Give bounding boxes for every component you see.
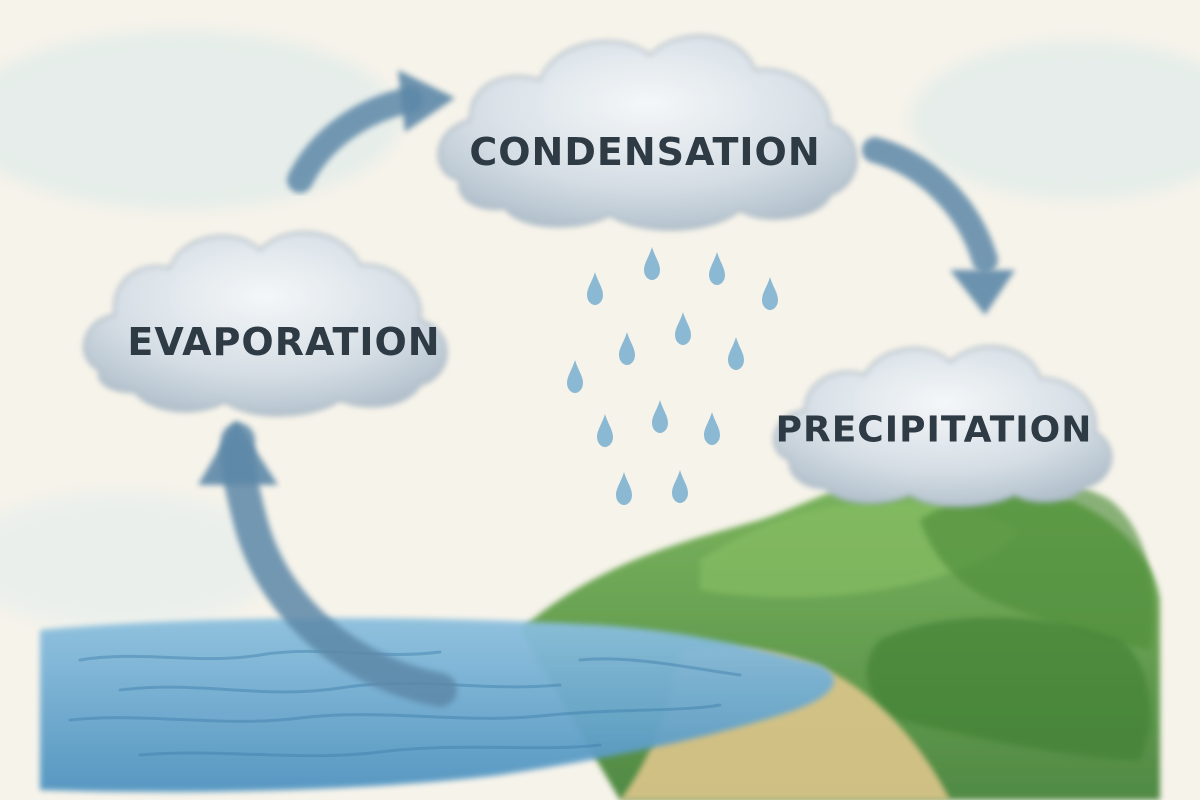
raindrop-icon (567, 360, 583, 393)
raindrop-icon (675, 312, 691, 345)
cloud-icon-precipitation (773, 345, 1112, 508)
stage-label-condensation: CONDENSATION (469, 130, 821, 174)
arrow-icon-evaporation-to-condensation (287, 70, 455, 193)
raindrop-icon (728, 337, 744, 370)
raindrop-icon (652, 400, 668, 433)
arrow-icon-water-to-evaporation (198, 420, 457, 707)
raindrop-icon (704, 412, 720, 445)
stage-label-precipitation: PRECIPITATION (775, 409, 1093, 451)
raindrops (567, 247, 778, 505)
stage-label-evaporation: EVAPORATION (127, 320, 441, 364)
raindrop-icon (587, 272, 603, 305)
raindrop-icon (709, 252, 725, 285)
raindrop-icon (597, 414, 613, 447)
raindrop-icon (616, 472, 632, 505)
cloud-icon-evaporation (83, 231, 448, 417)
cloud-icon-condensation (437, 34, 858, 231)
raindrop-icon (644, 247, 660, 280)
raindrop-icon (619, 332, 635, 365)
arrow-icon-condensation-to-precipitation (862, 137, 1015, 315)
raindrop-icon (762, 277, 778, 310)
raindrop-icon (672, 470, 688, 503)
